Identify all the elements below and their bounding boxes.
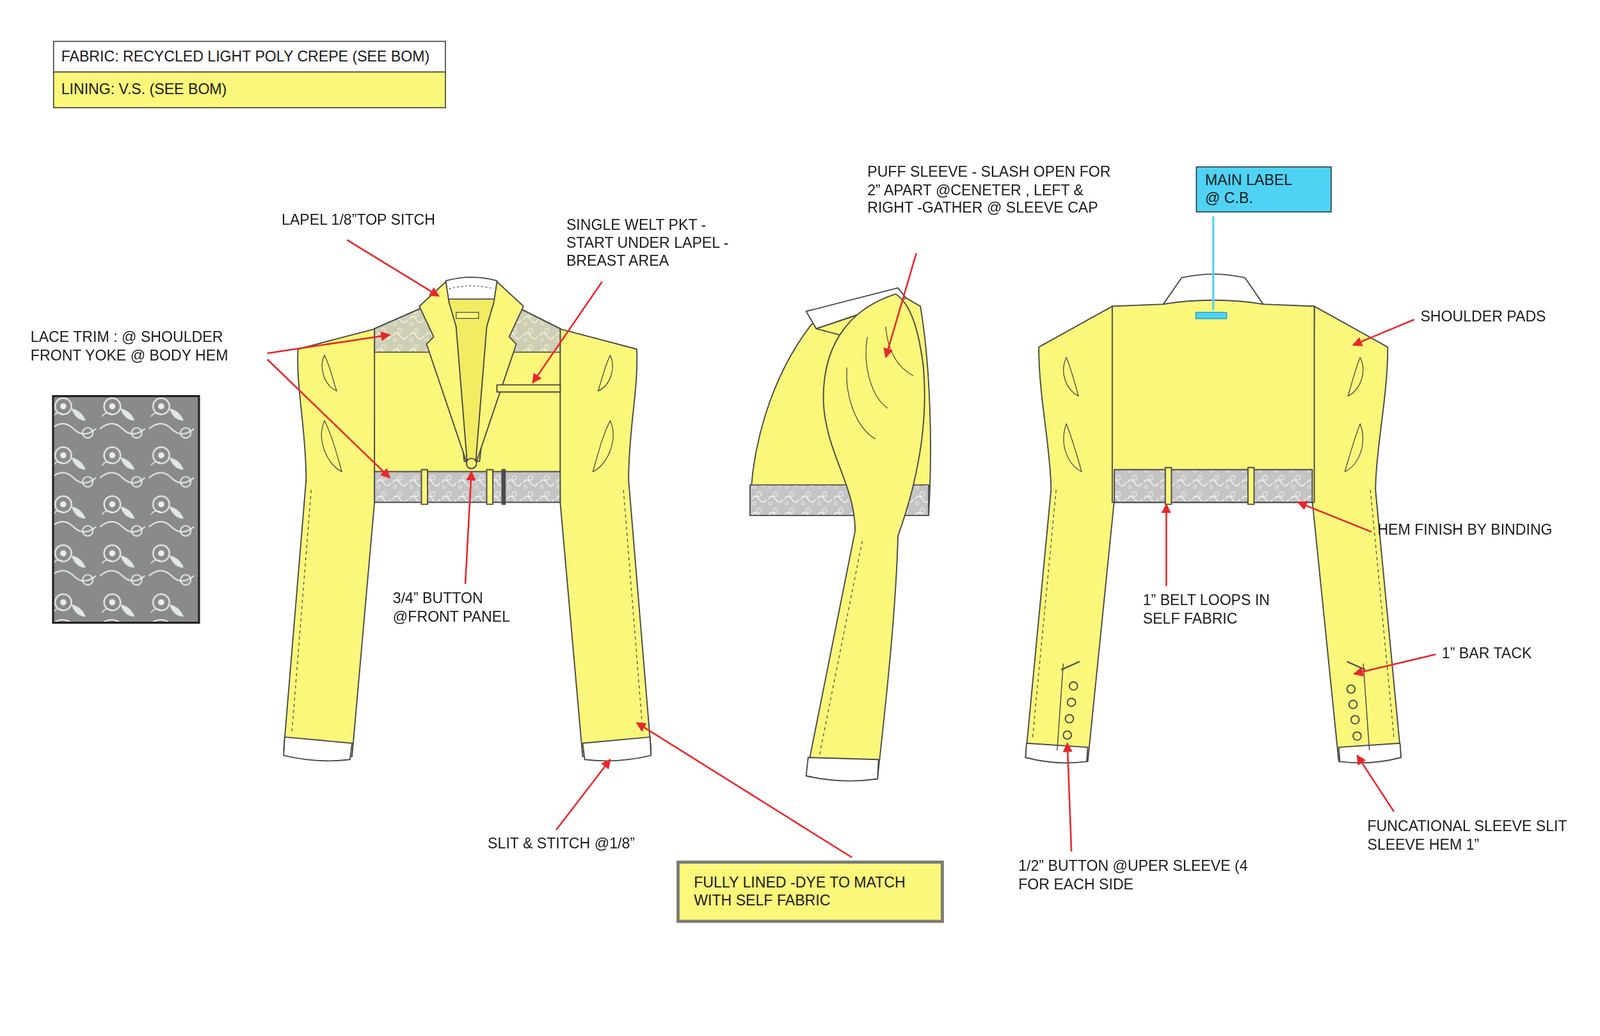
callout-label: HEM FINISH BY BINDING: [1377, 521, 1594, 540]
sleeve-cuff: [1025, 743, 1088, 763]
gather-fold: [1063, 423, 1082, 472]
bar-tack: [1347, 661, 1366, 670]
button: [1349, 700, 1358, 709]
inner-label: [456, 312, 479, 319]
leader-arrow: [1067, 743, 1072, 852]
spec-box: LINING: V.S. (SEE BOM): [53, 71, 447, 109]
button: [1351, 715, 1360, 724]
callout-label: 1” BELT LOOPS IN SELF FABRIC: [1143, 592, 1281, 628]
spec-box: FABRIC: RECYCLED LIGHT POLY CREPE (SEE B…: [53, 40, 447, 74]
front-edge: [501, 469, 505, 504]
gather-fold: [1347, 357, 1364, 397]
leader-arrow: [1297, 501, 1372, 532]
leader-arrow: [556, 759, 611, 830]
leader-arrow: [1165, 504, 1168, 587]
body-panel: [374, 298, 560, 472]
sleeve-cuff: [806, 757, 879, 781]
leader-arrow: [885, 252, 917, 358]
button: [1063, 730, 1072, 740]
lace-hem-band: [374, 471, 560, 503]
leader-arrow: [267, 334, 390, 354]
lace-hem-band: [1114, 469, 1312, 502]
callout-label: SLIT & STITCH @1/8”: [487, 834, 692, 853]
callout-label: PUFF SLEEVE - SLASH OPEN FOR 2” APART @C…: [867, 163, 1123, 218]
gather-fold: [846, 367, 876, 440]
sleeve: [283, 328, 376, 756]
belt-loop: [421, 469, 428, 504]
leader-arrow: [1354, 654, 1437, 674]
spec-box: FULLY LINED -DYE TO MATCH WITH SELF FABR…: [676, 860, 944, 923]
gather-fold: [1344, 423, 1363, 472]
collar-stand: [441, 277, 501, 299]
stitch-line: [623, 489, 643, 733]
callout-label: 1/2” BUTTON @UPER SLEEVE (4 FOR EACH SID…: [1018, 856, 1248, 893]
spec-box: MAIN LABEL @ C.B.: [1196, 166, 1332, 213]
top-stitch: [449, 285, 495, 289]
stitch-line: [819, 540, 863, 756]
button: [1069, 681, 1078, 690]
gather-fold: [321, 355, 337, 392]
gather-fold: [865, 336, 888, 409]
sleeve: [559, 328, 651, 756]
callout-label: 3/4” BUTTON @FRONT PANEL: [392, 590, 536, 626]
bar-tack: [1061, 661, 1080, 670]
leader-arrow: [1352, 319, 1415, 345]
sleeve-cuff: [582, 736, 651, 761]
stitch-line: [1032, 489, 1057, 737]
button: [1352, 731, 1362, 740]
leader-arrow: [532, 281, 602, 383]
lace-swatch: [53, 396, 200, 623]
button: [1067, 698, 1076, 707]
button: [1347, 684, 1356, 694]
sleeve: [1025, 305, 1115, 761]
leader-arrow: [346, 240, 439, 297]
leader-arrow: [267, 359, 390, 478]
sleeve-cuff: [283, 736, 352, 761]
button: [466, 458, 477, 469]
box-text: LINING: V.S. (SEE BOM): [61, 80, 438, 99]
puff-sleeve: [806, 293, 925, 778]
sleeve-slit: [1057, 663, 1064, 751]
belt-loop: [1248, 467, 1255, 504]
belt-loop: [1165, 467, 1172, 504]
lapel: [475, 281, 524, 464]
sleeve-slit: [1363, 663, 1370, 751]
belt-loop: [487, 469, 494, 504]
gather-fold: [592, 420, 614, 472]
box-text: FABRIC: RECYCLED LIGHT POLY CREPE (SEE B…: [61, 48, 438, 66]
leader-arrow: [1357, 755, 1394, 812]
callout-label: LAPEL 1/8”TOP SITCH: [281, 211, 517, 230]
callout-label: SHOULDER PADS: [1420, 308, 1594, 327]
lapel: [419, 281, 468, 464]
box-text: MAIN LABEL @ C.B.: [1205, 171, 1307, 208]
button: [1065, 714, 1074, 723]
callout-label: FUNCATIONAL SLEEVE SLIT SLEEVE HEM 1”: [1367, 817, 1594, 854]
callout-label: 1” BAR TACK: [1441, 645, 1595, 664]
label-leader: [1212, 216, 1215, 311]
callout-label: LACE TRIM : @ SHOULDER FRONT YOKE @ BODY…: [30, 328, 258, 365]
body-panel: [1112, 291, 1315, 502]
leader-arrow: [465, 471, 472, 584]
welt-pocket: [496, 384, 560, 392]
gather-fold: [597, 355, 613, 392]
gather-fold: [885, 326, 914, 376]
main-label-mark: [1196, 312, 1227, 319]
stitch-line: [291, 489, 312, 733]
box-text: FULLY LINED -DYE TO MATCH WITH SELF FABR…: [693, 873, 927, 910]
leader-arrow: [636, 722, 852, 857]
sleeve-cuff: [1338, 743, 1401, 763]
gather-fold: [1063, 357, 1080, 397]
callout-label: SINGLE WELT PKT - START UNDER LAPEL - BR…: [566, 216, 749, 271]
